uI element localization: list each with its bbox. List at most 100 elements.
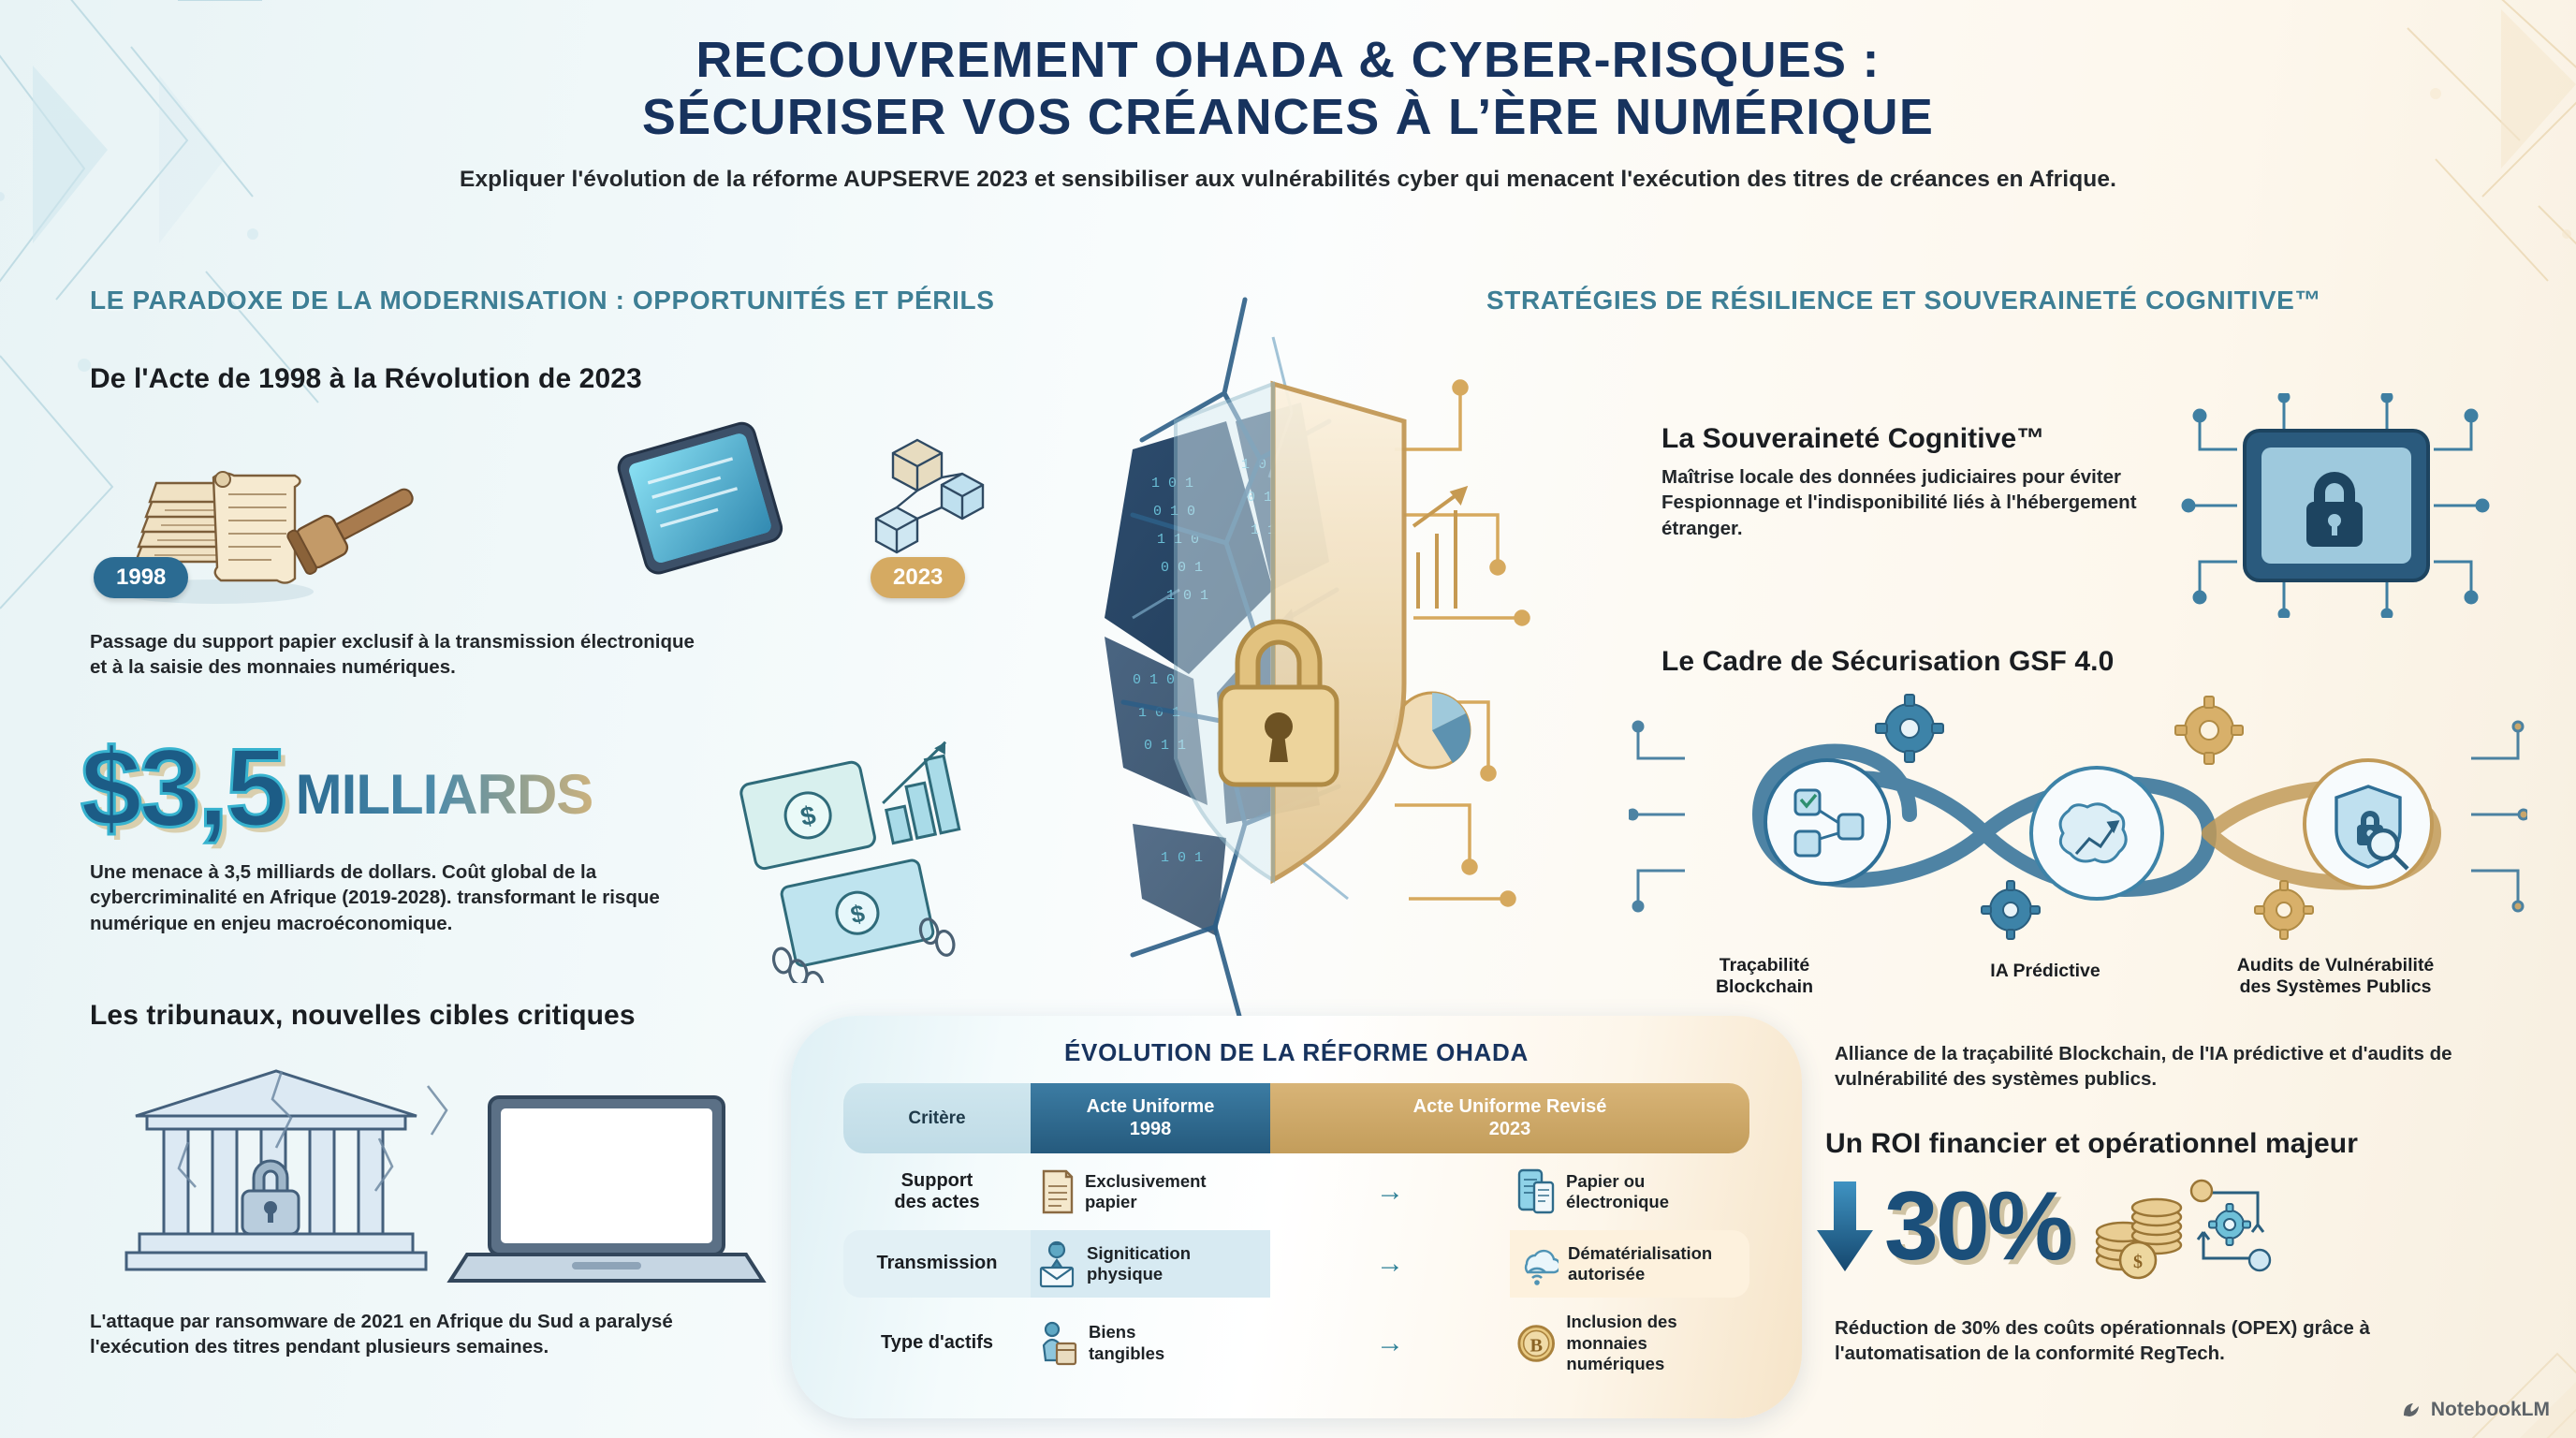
svg-text:1 0 1: 1 0 1 [1161,850,1203,866]
arrow-right-icon: → [1376,1328,1404,1359]
section-header-left: LE PARADOXE DE LA MODERNISATION : OPPORT… [90,286,995,315]
stat-number: $3,5 [80,726,289,850]
row-new-support-line1: Papier ou [1566,1170,1646,1191]
gsf-pillar-labels: Traçabilité Blockchain IA Prédictive Aud… [1657,955,2555,1030]
right-paragraph-roi: Réduction de 30% des coûts opérationnals… [1835,1317,2370,1365]
page-title: RECOUVREMENT OHADA & CYBER-RISQUES : SÉC… [0,32,2576,146]
row-arrow-assets: → [1270,1302,1510,1385]
row-criteria-assets: Type d'actifs [843,1302,1031,1385]
row-new-assets: B Inclusion des monnaies numériques [1510,1302,1749,1385]
right-paragraph-sovereignty: Maîtrise locale des données judiciaires … [1661,466,2137,539]
ai-brain-icon [2029,766,2164,901]
page-subtitle: Expliquer l'évolution de la réforme AUPS… [460,167,2116,193]
blockchain-node-icon [1764,758,1891,886]
bailiff-envelope-icon [1039,1241,1075,1288]
page-title-line1: RECOUVREMENT OHADA & CYBER-RISQUES : [695,32,1881,88]
row-criteria-assets-line1: Type d'actifs [881,1332,993,1354]
svg-text:0 1 0: 0 1 0 [1133,672,1175,688]
svg-text:$: $ [798,800,818,832]
bitcoin-coin-icon: B [1517,1325,1555,1362]
cloud-wifi-icon [1524,1250,1559,1285]
blockchain-cubes-icon [874,438,985,554]
pillar-label-ai: IA Prédictive [1938,961,2153,982]
table-row: Type d'actifs [843,1302,1749,1385]
tangible-goods-icon [1042,1321,1077,1366]
row-new-assets-line1: Inclusion des [1566,1312,1677,1332]
arrow-right-icon: → [1376,1176,1404,1208]
pillar-label-ai-line1: IA Prédictive [1990,961,2100,981]
row-criteria-transmission: Transmission [843,1230,1031,1299]
courthouse-laptop-illustration [124,1069,767,1283]
page-title-line2: SÉCURISER VOS CRÉANCES À L’ÈRE NUMÉRIQUE [641,89,1935,146]
audit-shield-icon [2303,758,2434,889]
money-chain-chart-illustration: $ $ [739,741,961,983]
section-header-right: STRATÉGIES DE RÉSILIENCE ET SOUVERAINETÉ… [1486,286,2321,315]
row-old-transmission: Signitication physique [1031,1230,1270,1299]
row-old-support: Exclusivement papier [1031,1158,1270,1225]
pillar-label-blockchain-line2: Blockchain [1715,976,1814,997]
badge-year-1998: 1998 [94,557,189,598]
badge-year-2023: 2023 [871,557,966,598]
row-old-assets-line2: tangibles [1089,1343,1165,1364]
arrow-down-icon [1817,1181,1873,1271]
coins-gear-cycle-icon: $ [2095,1179,2272,1280]
table-header-2023-line2: 2023 [1488,1118,1531,1139]
tablet-document-icon [1517,1168,1555,1214]
brand-footer: NotebookLM [2400,1399,2550,1421]
row-old-assets: Biens tangibles [1031,1302,1270,1385]
table-header-1998-line2: 1998 [1129,1118,1172,1139]
row-criteria-support-line1: Support [900,1169,973,1191]
stat-unit: MILLIARDS [295,762,594,826]
row-old-assets-line1: Biens [1089,1322,1136,1343]
pillar-label-blockchain-line1: Traçabilité [1719,955,1810,976]
pillar-label-audits: Audits de Vulnérabilité des Systèmes Pub… [2181,955,2490,998]
header: RECOUVREMENT OHADA & CYBER-RISQUES : SÉC… [0,32,2576,193]
right-paragraph-alliance: Alliance de la traçabilité Blockchain, d… [1835,1043,2452,1091]
reform-comparison-table: Critère Acte Uniforme 1998 Acte Uniforme… [843,1078,1749,1389]
comparison-table-card: ÉVOLUTION DE LA RÉFORME OHADA Critère Ac… [791,1016,1802,1418]
row-old-transmission-line1: Signitication [1087,1242,1191,1263]
table-row: Support des actes [843,1158,1749,1225]
left-heading-evolution: De l'Acte de 1998 à la Révolution de 202… [90,363,642,394]
svg-text:B: B [1530,1336,1543,1357]
pillar-label-blockchain: Traçabilité Blockchain [1657,955,1872,998]
row-criteria-transmission-line1: Transmission [876,1253,998,1274]
roi-stat: 30% $ [1811,1170,2280,1283]
arrow-right-icon: → [1376,1248,1404,1280]
row-new-transmission-line2: autorisée [1568,1264,1646,1284]
row-new-assets-line2: monnaies numériques [1566,1332,1665,1374]
row-new-support-line2: électronique [1566,1192,1669,1212]
left-heading-tribunals: Les tribunaux, nouvelles cibles critique… [90,1000,636,1031]
left-paragraph-transition: Passage du support papier exclusif à la … [90,631,695,679]
row-old-transmission-line2: physique [1087,1264,1164,1284]
right-heading-gsf: Le Cadre de Sécurisation GSF 4.0 [1661,646,2115,677]
table-header-row: Critère Acte Uniforme 1998 Acte Uniforme… [843,1083,1749,1154]
pillar-label-audits-line2: des Systèmes Publics [2239,976,2432,997]
left-paragraph-ransomware: L'attaque par ransomware de 2021 en Afri… [90,1311,673,1358]
chip-padlock-circuit-icon [2181,393,2490,618]
brand-name: NotebookLM [2430,1399,2550,1420]
row-old-support-line1: Exclusivement [1085,1170,1207,1191]
svg-text:$: $ [848,899,868,929]
table-header-1998-line1: Acte Uniforme [1086,1096,1215,1117]
row-criteria-support-line2: des actes [894,1192,980,1213]
pillar-label-audits-line1: Audits de Vulnérabilité [2236,955,2435,976]
table-header-2023-line1: Acte Uniforme Revisé [1412,1096,1607,1117]
row-new-transmission: Dématérialisation autorisée [1510,1230,1749,1299]
notebooklm-logo-icon [2403,1403,2419,1416]
row-old-support-line2: papier [1085,1192,1137,1212]
right-heading-roi: Un ROI financier et opérationnel majeur [1825,1128,2359,1159]
row-arrow-support: → [1270,1158,1510,1225]
tablet-device-illustration [617,421,783,575]
table-header-1998: Acte Uniforme 1998 [1031,1083,1270,1154]
table-header-2023: Acte Uniforme Revisé 2023 [1270,1083,1749,1154]
scroll-document-icon [1042,1169,1074,1214]
svg-text:$: $ [2133,1252,2143,1272]
right-heading-sovereignty: La Souveraineté Cognitive™ [1661,423,2045,454]
left-paragraph-cost: Une menace à 3,5 milliards de dollars. C… [90,861,660,934]
table-row: Transmission [843,1230,1749,1299]
table-header-criteria: Critère [843,1083,1031,1154]
cracked-shield-padlock-illustration: 1 0 10 1 01 1 0 0 0 11 0 11 0 0 11 10 1 … [1105,297,1530,1033]
row-new-support: Papier ou électronique [1510,1158,1749,1225]
row-new-transmission-line1: Dématérialisation [1568,1242,1713,1263]
